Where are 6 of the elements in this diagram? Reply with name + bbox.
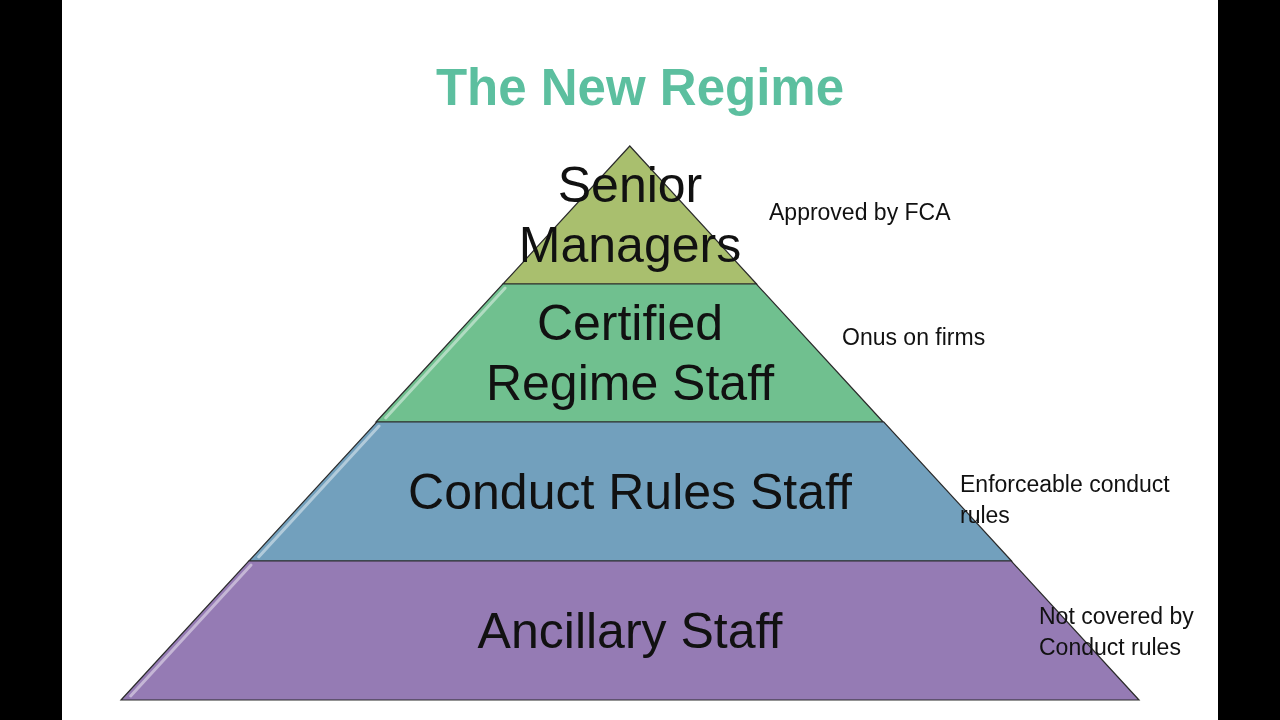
tier-label: Certified Regime Staff bbox=[484, 294, 776, 413]
side-note: Onus on firms bbox=[842, 323, 986, 352]
side-note: Approved by FCA bbox=[769, 198, 951, 227]
tier-label: Ancillary Staff bbox=[477, 601, 783, 661]
slide-title: The New Regime bbox=[435, 58, 845, 118]
tier-label: Conduct Rules Staff bbox=[408, 462, 852, 522]
